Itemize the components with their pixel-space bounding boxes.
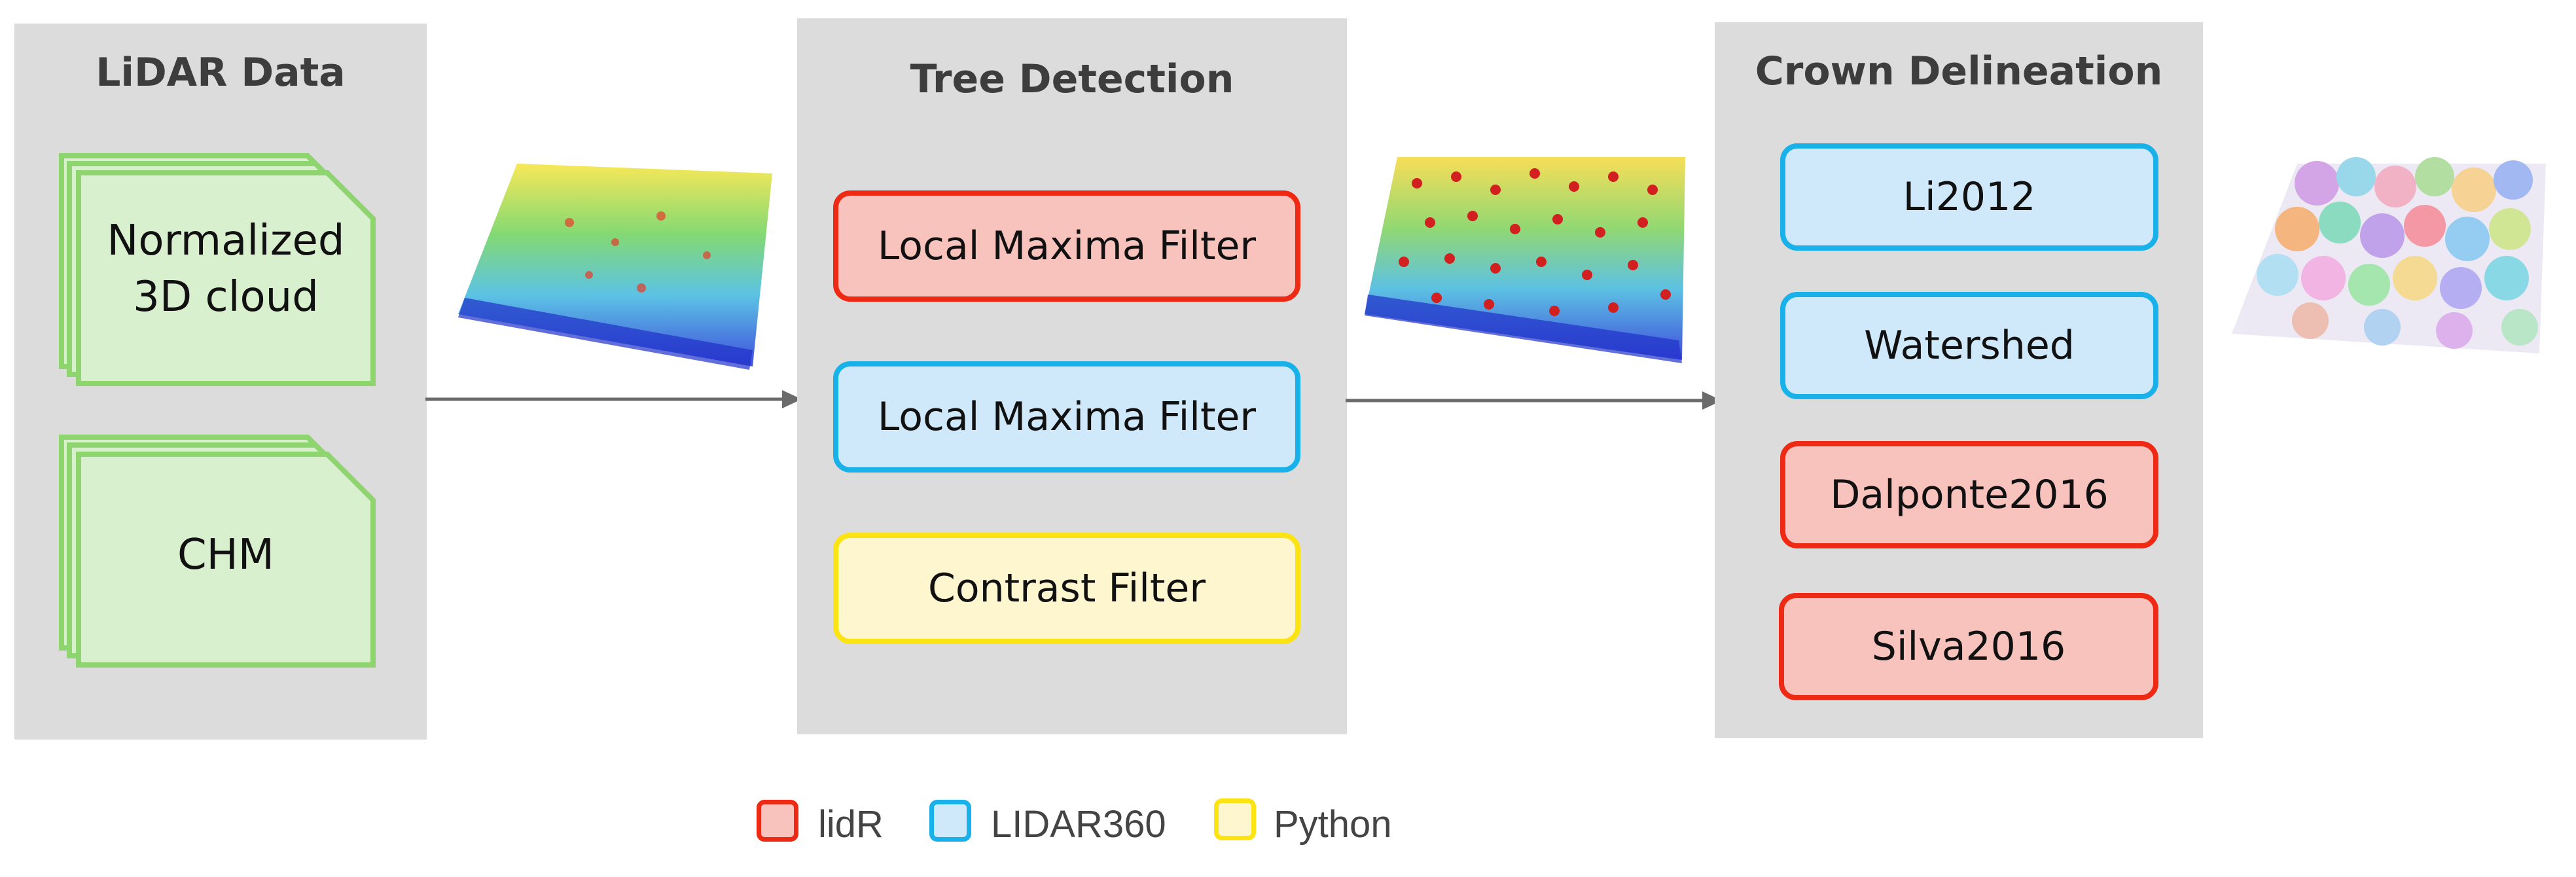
arrow-to-crown-delineation: [1346, 391, 1722, 410]
watershed-box: Watershed: [1780, 292, 2158, 399]
legend-lidar360-swatch: [929, 800, 971, 842]
arrow-to-tree-detection: [425, 390, 802, 408]
crown-delineation-panel: Crown Delineation Li2012 Watershed Dalpo…: [1715, 22, 2203, 738]
local-maxima-filter-lidar360-box: Local Maxima Filter: [833, 361, 1300, 473]
legend-lidar360-label: LIDAR360: [991, 803, 1166, 846]
segmented-crowns-cloud-image: [2232, 157, 2546, 353]
legend-lidr-label: lidR: [818, 803, 884, 846]
li2012-box: Li2012: [1780, 143, 2158, 251]
detected-treetops-cloud-image: [1365, 157, 1685, 363]
silva2016-box: Silva2016: [1779, 593, 2158, 700]
tree-detection-title: Tree Detection: [910, 56, 1234, 102]
lidar-data-title: LiDAR Data: [96, 50, 346, 96]
legend-python-label: Python: [1274, 803, 1392, 846]
normalized-cloud-label: Normalized 3D cloud: [107, 217, 345, 322]
legend-lidr-swatch: [757, 800, 798, 842]
crown-delineation-title: Crown Delineation: [1755, 48, 2163, 94]
tree-detection-panel: Tree Detection Local Maxima Filter Local…: [797, 18, 1347, 734]
raw-point-cloud-image: [458, 164, 772, 370]
dalponte2016-box: Dalponte2016: [1780, 441, 2158, 548]
contrast-filter-python-box: Contrast Filter: [833, 533, 1300, 644]
chm-document-icon: [59, 435, 376, 668]
chm-label: CHM: [177, 531, 275, 579]
legend-python-swatch: [1214, 798, 1256, 840]
normalized-cloud-document-icon: [59, 153, 376, 386]
local-maxima-filter-lidr-box: Local Maxima Filter: [833, 190, 1300, 302]
